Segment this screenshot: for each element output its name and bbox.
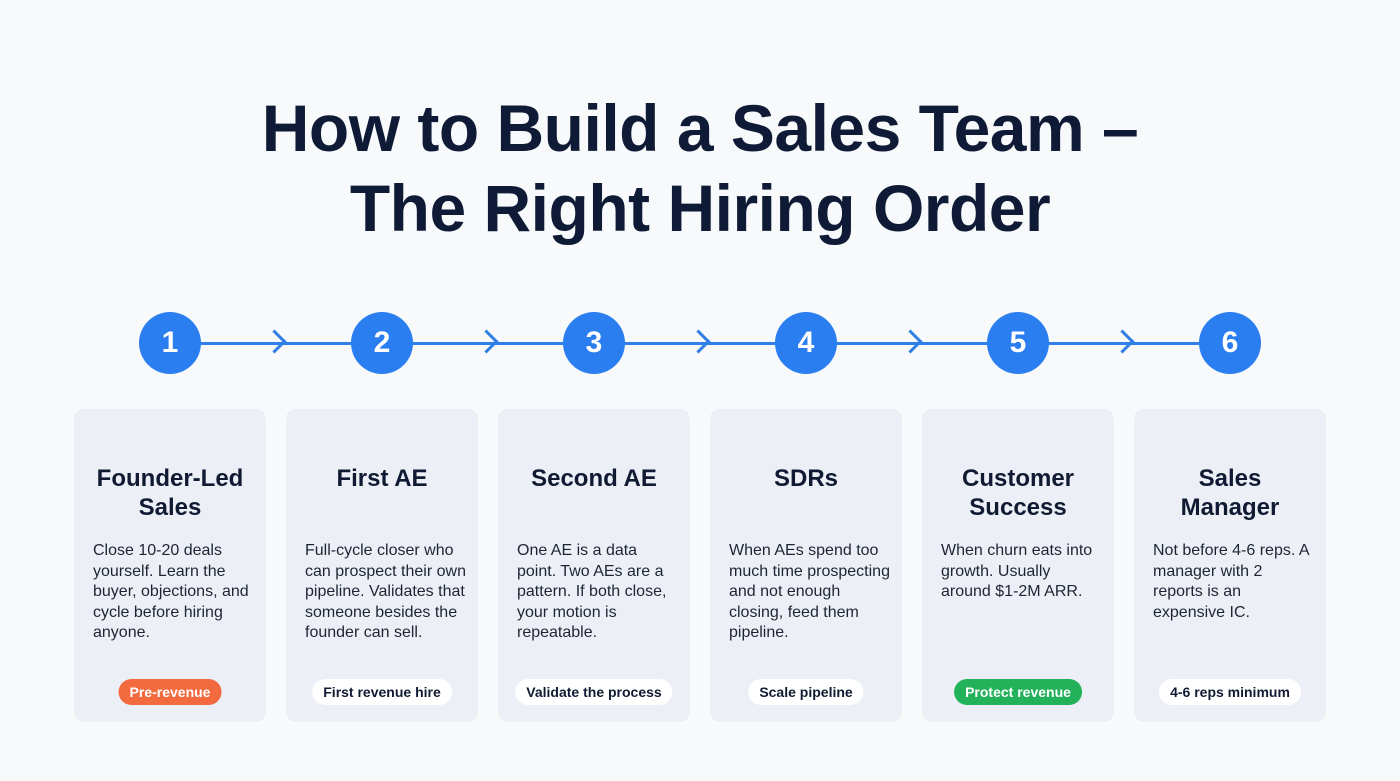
step-circle-6: 6 xyxy=(1199,312,1261,374)
card-heading: Founder-Led Sales xyxy=(96,465,244,521)
chevron-right-icon xyxy=(686,329,711,354)
card-description: Not before 4-6 reps. A manager with 2 re… xyxy=(1153,542,1309,621)
card-description: When AEs spend too much time prospecting… xyxy=(729,542,890,641)
timeline-connector-line xyxy=(170,342,1230,345)
hiring-timeline: 1 2 3 4 5 6 xyxy=(0,312,1400,374)
step-card-founder-led-sales: Founder-Led Sales Close 10-20 deals your… xyxy=(74,409,266,722)
step-circle-4: 4 xyxy=(775,312,837,374)
chevron-right-icon xyxy=(474,329,499,354)
status-badge: First revenue hire xyxy=(312,679,452,705)
status-badge: Protect revenue xyxy=(954,679,1082,705)
chevron-right-icon xyxy=(262,329,287,354)
step-card-second-ae: Second AE One AE is a data point. Two AE… xyxy=(498,409,690,722)
chevron-right-icon xyxy=(1110,329,1135,354)
step-card-sales-manager: Sales Manager Not before 4-6 reps. A man… xyxy=(1134,409,1326,722)
status-badge: Scale pipeline xyxy=(748,679,864,705)
status-badge: Validate the process xyxy=(515,679,673,705)
card-description: One AE is a data point. Two AEs are a pa… xyxy=(517,542,667,641)
card-description: When churn eats into growth. Usually aro… xyxy=(941,542,1093,600)
chevron-right-icon xyxy=(898,329,923,354)
card-heading: Sales Manager xyxy=(1180,465,1280,521)
step-card-customer-success: Customer Success When churn eats into gr… xyxy=(922,409,1114,722)
title-line-2: The Right Hiring Order xyxy=(349,171,1051,245)
status-badge: Pre-revenue xyxy=(118,679,222,705)
step-circle-3: 3 xyxy=(563,312,625,374)
title-line-1: How to Build a Sales Team – xyxy=(261,91,1139,165)
card-description: Close 10-20 deals yourself. Learn the bu… xyxy=(93,542,249,641)
card-description: Full-cycle closer who can prospect their… xyxy=(305,542,466,641)
step-card-first-ae: First AE Full-cycle closer who can prosp… xyxy=(286,409,478,722)
step-circle-1: 1 xyxy=(139,312,201,374)
page-title: How to Build a Sales Team – The Right Hi… xyxy=(0,88,1400,248)
step-circle-5: 5 xyxy=(987,312,1049,374)
card-heading: Second AE xyxy=(531,465,657,492)
card-heading: First AE xyxy=(336,465,428,492)
step-card-sdrs: SDRs When AEs spend too much time prospe… xyxy=(710,409,902,722)
card-heading: Customer Success xyxy=(961,465,1075,521)
step-circle-2: 2 xyxy=(351,312,413,374)
status-badge: 4-6 reps minimum xyxy=(1159,679,1301,705)
card-heading: SDRs xyxy=(773,465,839,492)
